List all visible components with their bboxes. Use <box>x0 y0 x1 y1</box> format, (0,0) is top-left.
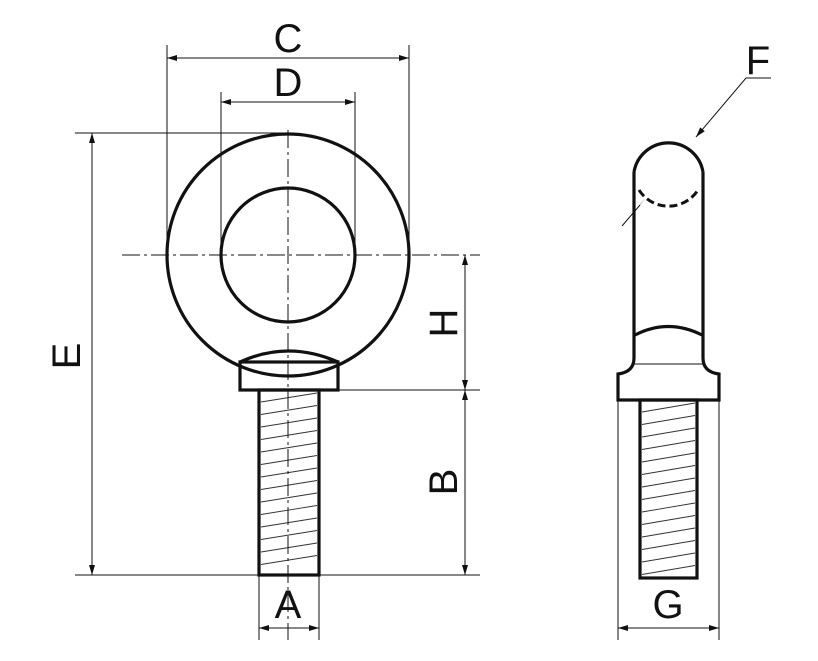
thread-hatching <box>260 392 318 565</box>
side-thread-hatching <box>641 402 696 575</box>
thread-line <box>260 517 318 528</box>
eye-top-arc <box>632 141 705 173</box>
label-f: F <box>746 39 770 83</box>
thread-line <box>641 540 696 550</box>
thread-line <box>260 542 318 553</box>
thread-line <box>641 465 696 475</box>
side-view: G F <box>616 39 771 640</box>
thread-line <box>260 392 318 403</box>
thread-line <box>641 427 696 438</box>
thread-line <box>641 565 696 575</box>
thread-line <box>260 480 318 490</box>
thread-line <box>641 477 696 488</box>
thread-line <box>641 515 696 525</box>
thread-line <box>641 552 696 563</box>
thread-line <box>641 452 696 463</box>
thread-line <box>260 530 318 540</box>
dimension-f-leader <box>695 77 771 138</box>
dimensions-front: C D E H B A <box>45 17 480 640</box>
label-a: A <box>275 583 302 627</box>
thread-line <box>260 505 318 515</box>
thread-line <box>641 527 696 538</box>
collar-arc <box>239 349 339 364</box>
eye-hidden-arc <box>637 189 700 208</box>
thread-line <box>260 442 318 453</box>
thread-line <box>641 415 696 425</box>
label-h: H <box>422 309 466 338</box>
thread-line <box>260 492 318 503</box>
neck-arc <box>634 325 703 337</box>
thread-line <box>260 467 318 478</box>
thread-line <box>260 455 318 465</box>
thread-line <box>260 555 318 565</box>
thread-line <box>641 440 696 450</box>
label-d: D <box>274 61 303 105</box>
label-c: C <box>274 17 303 61</box>
thread-line <box>260 430 318 440</box>
front-view <box>122 130 480 640</box>
thread-line <box>641 490 696 500</box>
label-b: B <box>422 469 466 496</box>
thread-line <box>641 402 696 413</box>
label-e: E <box>45 343 89 370</box>
label-g: G <box>652 583 683 627</box>
thread-line <box>641 502 696 513</box>
thread-line <box>260 405 318 415</box>
side-shank <box>638 398 699 580</box>
thread-line <box>260 417 318 428</box>
